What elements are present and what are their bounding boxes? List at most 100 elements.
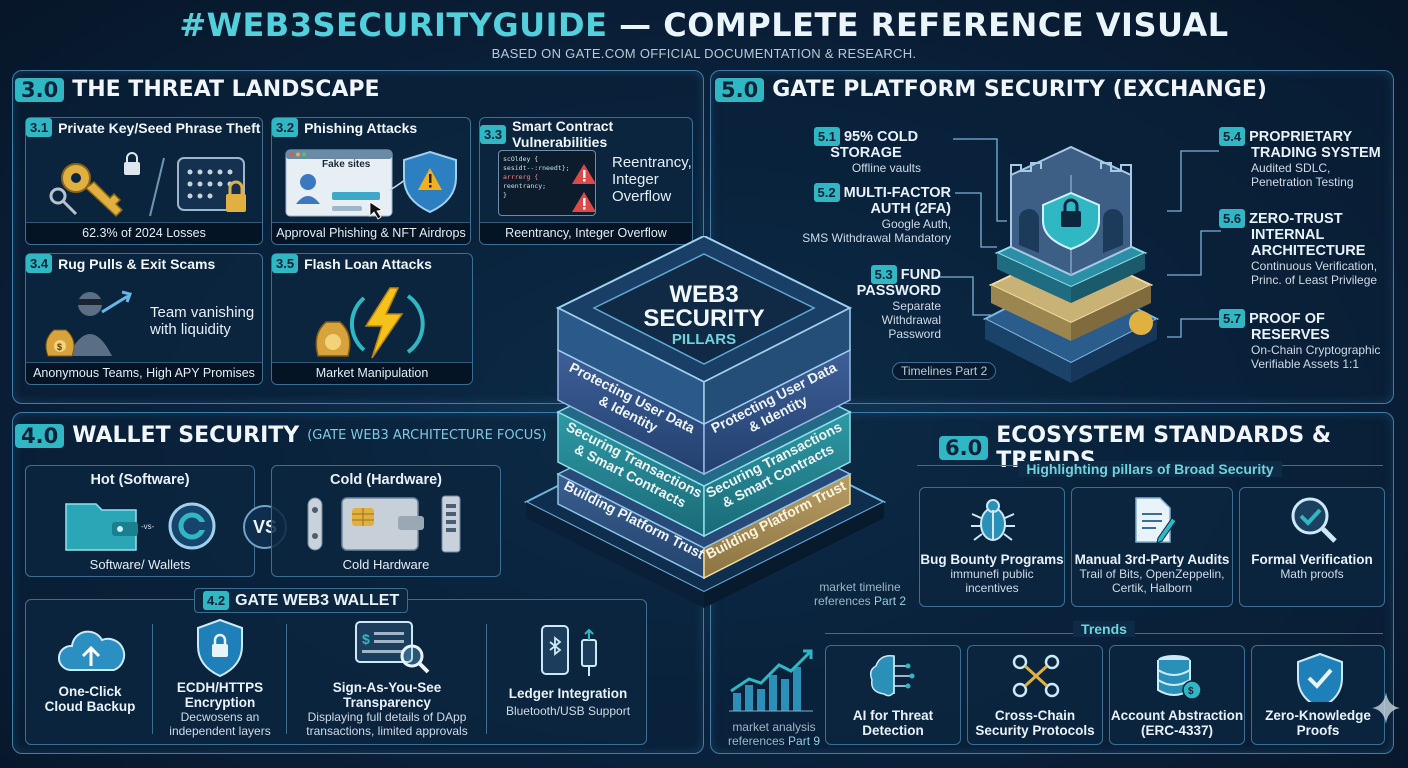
card-footer: Cold Hardware xyxy=(342,557,430,572)
standard-title: Formal Verification xyxy=(1251,552,1373,567)
wallet-icon xyxy=(65,502,216,551)
item-title-text: FUND xyxy=(900,267,941,283)
platform-item-zero-trust: 5.6 ZERO-TRUST INTERNAL ARCHITECTURE Con… xyxy=(1219,209,1391,287)
item-desc: On-Chain Cryptographic xyxy=(1251,343,1381,357)
section-title: GATE PLATFORM SECURITY (EXCHANGE) xyxy=(772,77,1267,102)
item-number: 5.4 xyxy=(1219,127,1246,146)
note-part: Part 9 xyxy=(788,734,821,748)
code-line: reentrancy; xyxy=(503,182,547,190)
standard-desc: Math proofs xyxy=(1280,567,1344,581)
section-number: 4.0 xyxy=(15,423,65,448)
item-number: 5.1 xyxy=(813,127,840,146)
highlight-label: Highlighting pillars of Broad Security xyxy=(917,461,1383,479)
magnifier-icon: $ xyxy=(355,621,430,674)
code-line: arrrerg { xyxy=(503,173,539,181)
trends-text: Trends xyxy=(1073,621,1135,637)
lock-icon xyxy=(124,162,140,175)
section-subtitle: (GATE WEB3 ARCHITECTURE FOCUS) xyxy=(307,428,547,443)
section-title: ECOSYSTEM STANDARDS & TRENDS xyxy=(996,423,1332,473)
divider xyxy=(486,624,487,734)
page-subtitle: BASED ON GATE.COM OFFICIAL DOCUMENTATION… xyxy=(491,46,917,61)
trend-title-line2: Security Protocols xyxy=(975,723,1095,738)
standard-title: Bug Bounty Programs xyxy=(920,552,1064,567)
item-title-line3: ARCHITECTURE xyxy=(1251,243,1366,259)
shield-lock-icon xyxy=(197,618,243,678)
note-part: Part 2 xyxy=(874,594,907,608)
standard-text: Bug Bounty Programs immunefi public ince… xyxy=(920,552,1064,595)
card-number: 3.2 xyxy=(272,118,299,137)
standard-desc: Certik, Halborn xyxy=(1111,581,1193,595)
standard-desc: immunefi public xyxy=(950,567,1034,581)
key-icon xyxy=(49,152,246,218)
wallet-security-header: 4.0 WALLET SECURITY (GATE WEB3 ARCHITECT… xyxy=(15,423,547,448)
standard-text: Formal Verification Math proofs xyxy=(1240,552,1384,581)
gw-item-ledger: Ledger Integration Bluetooth/USB Support xyxy=(490,686,646,718)
section-number: 3.0 xyxy=(15,77,65,102)
platform-item-trading-system: 5.4 PROPRIETARY TRADING SYSTEM Audited S… xyxy=(1219,127,1389,189)
pillar-top-3: PILLARS xyxy=(672,331,736,348)
card-number: 3.3 xyxy=(480,124,507,144)
cold-wallet-card: Cold (Hardware) Cold Hardware xyxy=(271,465,501,577)
card-number: 3.1 xyxy=(26,118,53,137)
warning-icon xyxy=(572,164,596,212)
code-line: } xyxy=(503,191,507,199)
item-title-text: 95% COLD STORAGE xyxy=(830,129,919,161)
item-title-line2: RESERVES xyxy=(1251,327,1330,343)
title-rest: — COMPLETE REFERENCE VISUAL xyxy=(607,6,1229,44)
fake-site-label: Fake sites xyxy=(322,159,371,170)
item-number: 5.7 xyxy=(1219,309,1246,328)
trends-label: Trends xyxy=(825,621,1383,637)
trend-title: AI for Threat xyxy=(852,708,934,723)
check-magnifier-icon xyxy=(1291,497,1337,543)
gw-item-title: Sign-As-You-See xyxy=(332,680,442,695)
standard-bug-bounty: Bug Bounty Programs immunefi public ince… xyxy=(919,487,1065,607)
card-footer: Reentrancy, Integer Overflow xyxy=(480,222,692,244)
trend-title: Cross-Chain xyxy=(994,708,1076,723)
item-desc: Verifiable Assets 1:1 xyxy=(1251,357,1360,371)
divider xyxy=(286,624,287,734)
gw-item-encryption: ECDH/HTTPS Encryption Decwosens an indep… xyxy=(156,680,284,738)
item-desc: Continuous Verification, xyxy=(1251,259,1378,273)
item-desc: Separate xyxy=(892,299,941,313)
ecosystem-section: 6.0 ECOSYSTEM STANDARDS & TRENDS Highlig… xyxy=(710,412,1394,754)
platform-connectors xyxy=(935,138,1221,338)
code-line: scOldey { xyxy=(503,155,539,163)
item-desc: Google Auth, xyxy=(881,217,951,231)
database-icon: $ xyxy=(1157,655,1202,700)
card-title: 3.5 Flash Loan Attacks xyxy=(272,254,432,273)
market-analysis-note: market analysis references Part 9 xyxy=(718,720,830,748)
card-title-text: Smart Contract Vulnerabilities xyxy=(512,118,614,150)
standard-formal-verification: Formal Verification Math proofs xyxy=(1239,487,1385,607)
item-desc: SMS Withdrawal Mandatory xyxy=(802,231,951,245)
item-title-line2: TRADING SYSTEM xyxy=(1251,145,1381,161)
pillar-top-label: WEB3 SECURITY PILLARS xyxy=(643,281,764,348)
section-number: 5.0 xyxy=(715,77,765,102)
standard-desc: incentives xyxy=(965,581,1019,595)
shield-check-icon xyxy=(1297,652,1343,702)
trend-account-abstraction: $ Account Abstraction(ERC-4337) xyxy=(1109,645,1245,745)
pillar-top-1: WEB3 xyxy=(669,281,738,308)
divider xyxy=(152,624,153,734)
item-number: 5.3 xyxy=(870,265,897,284)
gw-item-desc: Displaying full details of DApp xyxy=(307,710,467,724)
card-number: 3.5 xyxy=(272,254,299,273)
card-footer: Approval Phishing & NFT Airdrops xyxy=(272,222,470,244)
card-title-text: Flash Loan Attacks xyxy=(304,255,432,272)
card-title-text: Phishing Attacks xyxy=(304,119,418,136)
usb-key-icon xyxy=(307,497,323,551)
card-number: 3.4 xyxy=(26,254,53,273)
item-title: 5.1 95% COLD STORAGE xyxy=(777,127,955,161)
platform-security-section: 5.0 GATE PLATFORM SECURITY (EXCHANGE) 5.… xyxy=(710,70,1394,404)
note-line: references xyxy=(727,734,785,748)
bug-icon xyxy=(971,499,1015,541)
trend-title: Account Abstraction xyxy=(1110,708,1244,723)
